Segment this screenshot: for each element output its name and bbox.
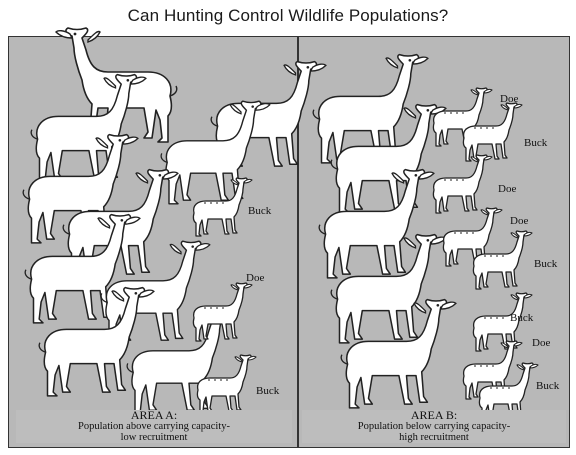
label-buck: Buck: [248, 205, 271, 217]
label-doe: Doe: [500, 93, 518, 105]
area-b-line1: Population below carrying capacity-: [302, 421, 566, 432]
area-a-deer: [23, 28, 326, 414]
area-b-caption: AREA B: Population below carrying capaci…: [302, 410, 566, 443]
label-buck: Buck: [510, 312, 533, 324]
label-doe: Doe: [510, 215, 528, 227]
label-buck: Buck: [536, 380, 559, 392]
area-b-title: AREA B:: [302, 410, 566, 421]
area-a-caption: AREA A: Population above carrying capaci…: [16, 410, 292, 443]
area-b-deer: [313, 55, 538, 421]
label-buck: Buck: [256, 385, 279, 397]
area-a-line2: low recruitment: [16, 432, 292, 443]
area-b-line2: high recruitment: [302, 432, 566, 443]
label-doe: Doe: [532, 337, 550, 349]
area-a-line1: Population above carrying capacity-: [16, 421, 292, 432]
area-a-title: AREA A:: [16, 410, 292, 421]
label-buck: Buck: [524, 137, 547, 149]
label-buck: Buck: [534, 258, 557, 270]
label-doe: Doe: [498, 183, 516, 195]
label-doe: Doe: [246, 272, 264, 284]
